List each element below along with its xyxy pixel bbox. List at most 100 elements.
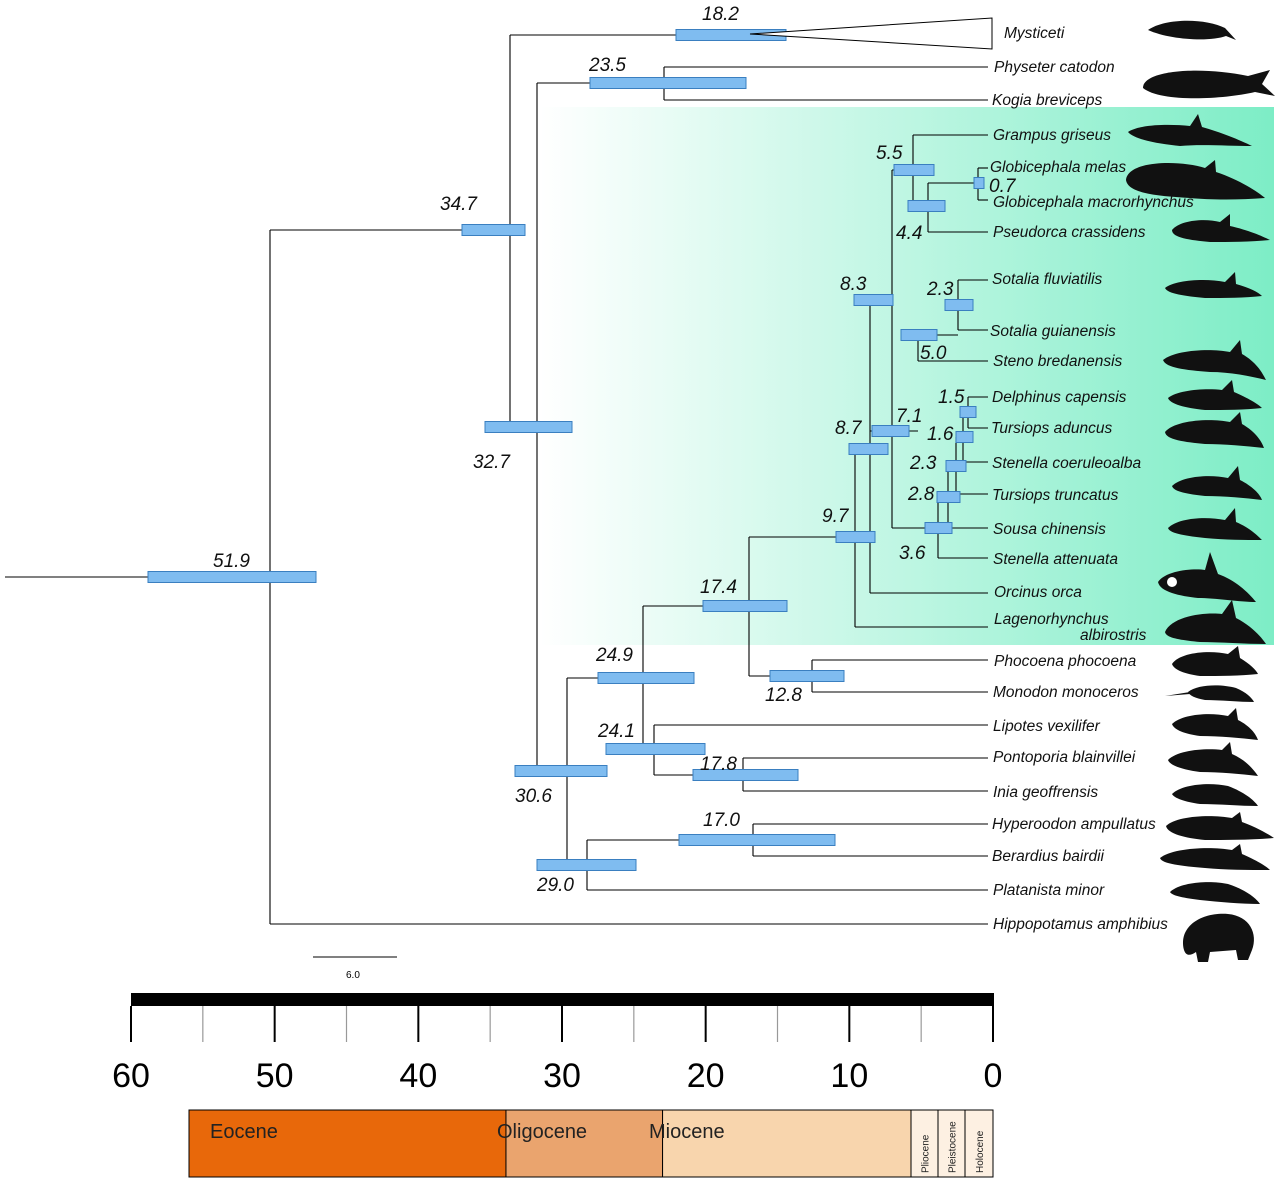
taxon-label-turs_adun: Tursiops aduncus xyxy=(991,420,1112,437)
taxon-label-sten_att: Stenella attenuata xyxy=(993,551,1118,568)
monodon-silhouette xyxy=(1165,685,1254,702)
hpd-interval-bar xyxy=(955,431,974,443)
taxon-label-sot_fluv: Sotalia fluviatilis xyxy=(992,271,1103,288)
taxon-label-inia: Inia geoffrensis xyxy=(993,784,1098,801)
taxon-label-glob_macro: Globicephala macrorhynchus xyxy=(993,194,1194,211)
silhouette-column xyxy=(1126,20,1275,962)
lagenorhynchus-silhouette xyxy=(1165,600,1266,644)
node-age-label: 8.3 xyxy=(840,274,867,295)
sperm-whale-silhouette xyxy=(1143,70,1275,99)
taxon-label-pseudorca: Pseudorca crassidens xyxy=(993,224,1146,241)
node-age-label: 23.5 xyxy=(588,55,626,76)
taxon-label-monodon: Monodon monoceros xyxy=(993,684,1139,701)
platanista-silhouette xyxy=(1170,882,1260,904)
epoch-label-miocene: Miocene xyxy=(649,1121,725,1143)
scale-bar-label: 6.0 xyxy=(346,970,360,981)
time-axis-tick-label: 0 xyxy=(984,1057,1003,1095)
epoch-label-pliocene: Pliocene xyxy=(921,1134,932,1173)
hpd-interval-bar xyxy=(848,443,889,455)
sousa-silhouette xyxy=(1168,508,1262,540)
taxon-label-mysticeti: Mysticeti xyxy=(1004,25,1065,42)
hpd-interval-bar xyxy=(907,200,946,212)
mysticeti-silhouette xyxy=(1148,20,1236,40)
node-age-label: 17.0 xyxy=(703,810,740,831)
mysticeti-collapsed-clade xyxy=(749,17,993,50)
hpd-interval-bar xyxy=(973,177,985,189)
berardius-silhouette xyxy=(1160,844,1270,870)
time-axis-ticks xyxy=(130,1006,994,1042)
taxon-label-glob_melas: Globicephala melas xyxy=(990,159,1126,176)
time-axis-tick-label: 60 xyxy=(112,1057,150,1095)
taxon-label-hyperoodon: Hyperoodon ampullatus xyxy=(992,816,1156,833)
time-axis-tick-label: 40 xyxy=(399,1057,437,1095)
taxon-label-lagen-line2: albirostris xyxy=(1080,627,1147,644)
taxon-label-kogia: Kogia breviceps xyxy=(992,92,1103,109)
epoch-eocene xyxy=(188,1109,507,1178)
phocoena-silhouette xyxy=(1172,646,1258,676)
lipotes-silhouette xyxy=(1172,708,1258,740)
hpd-interval-bar xyxy=(678,834,836,846)
node-age-label: 17.8 xyxy=(700,754,737,775)
taxon-label-berardius: Berardius bairdii xyxy=(992,848,1105,865)
taxon-label-orcinus: Orcinus orca xyxy=(994,584,1082,601)
hpd-interval-bar xyxy=(853,294,894,306)
node-age-label: 51.9 xyxy=(213,551,250,572)
grampus-silhouette xyxy=(1128,114,1252,146)
epoch-oligocene xyxy=(505,1109,664,1178)
taxon-label-sot_guian: Sotalia guianensis xyxy=(990,323,1116,340)
hpd-interval-bar xyxy=(702,600,788,612)
hippo-silhouette xyxy=(1183,913,1254,962)
node-age-label: 17.4 xyxy=(700,577,737,598)
node-age-label: 4.4 xyxy=(896,223,922,244)
pilot-whale-silhouette xyxy=(1126,160,1265,200)
stenella-coeruleoalba-silhouette xyxy=(1172,466,1262,500)
time-axis-bar xyxy=(131,993,994,1006)
epoch-holocene xyxy=(964,1109,994,1178)
node-age-label: 24.1 xyxy=(597,721,635,742)
hpd-interval-bar xyxy=(871,425,910,437)
node-age-label: 29.0 xyxy=(536,875,574,896)
node-age-label: 7.1 xyxy=(896,406,922,427)
node-age-label: 24.9 xyxy=(595,645,633,666)
hpd-interval-bar xyxy=(936,491,961,503)
hpd-interval-bar xyxy=(692,769,799,781)
hpd-interval-bar xyxy=(893,164,935,176)
taxon-label-grampus: Grampus griseus xyxy=(993,127,1111,144)
node-age-label: 32.7 xyxy=(473,452,511,473)
taxon-label-platanista: Platanista minor xyxy=(993,882,1105,899)
node-age-label: 5.5 xyxy=(876,143,903,164)
hpd-interval-bar xyxy=(924,522,953,534)
tursiops-aduncus-silhouette xyxy=(1165,412,1264,448)
hpd-interval-bar xyxy=(959,406,977,418)
hpd-interval-bar xyxy=(944,299,974,311)
node-age-label: 34.7 xyxy=(440,194,478,215)
node-age-label: 8.7 xyxy=(835,418,863,439)
epoch-label-pleistocene: Pleistocene xyxy=(948,1121,959,1173)
hpd-interval-bar xyxy=(597,672,695,684)
hyperoodon-silhouette xyxy=(1166,812,1274,840)
node-age-label: 2.8 xyxy=(907,484,935,505)
node-age-label: 5.0 xyxy=(920,343,947,364)
node-age-labels: 51.934.732.730.629.024.924.123.518.217.8… xyxy=(213,4,1017,896)
hpd-interval-bar xyxy=(900,329,938,341)
hpd-interval-bar xyxy=(514,765,608,777)
time-axis-tick-label: 50 xyxy=(256,1057,294,1095)
time-axis-tick-label: 30 xyxy=(543,1057,581,1095)
orca-eyepatch xyxy=(1167,577,1177,587)
delphinidae-highlight xyxy=(540,107,1274,645)
node-age-label: 1.5 xyxy=(938,387,965,408)
node-age-label: 12.8 xyxy=(765,685,802,706)
time-axis-tick-label: 10 xyxy=(830,1057,868,1095)
pontoporia-silhouette xyxy=(1168,742,1258,776)
epoch-label-holocene: Holocene xyxy=(975,1130,986,1173)
hpd-interval-bar xyxy=(589,77,747,89)
taxon-label-hippo: Hippopotamus amphibius xyxy=(993,916,1168,933)
false-killer-whale-silhouette xyxy=(1172,214,1270,242)
taxon-label-turs_trunc: Tursiops truncatus xyxy=(992,487,1119,504)
node-age-label: 18.2 xyxy=(702,4,739,25)
delphinus-silhouette xyxy=(1168,380,1262,410)
hpd-interval-bar xyxy=(769,670,845,682)
epoch-pliocene xyxy=(910,1109,939,1178)
